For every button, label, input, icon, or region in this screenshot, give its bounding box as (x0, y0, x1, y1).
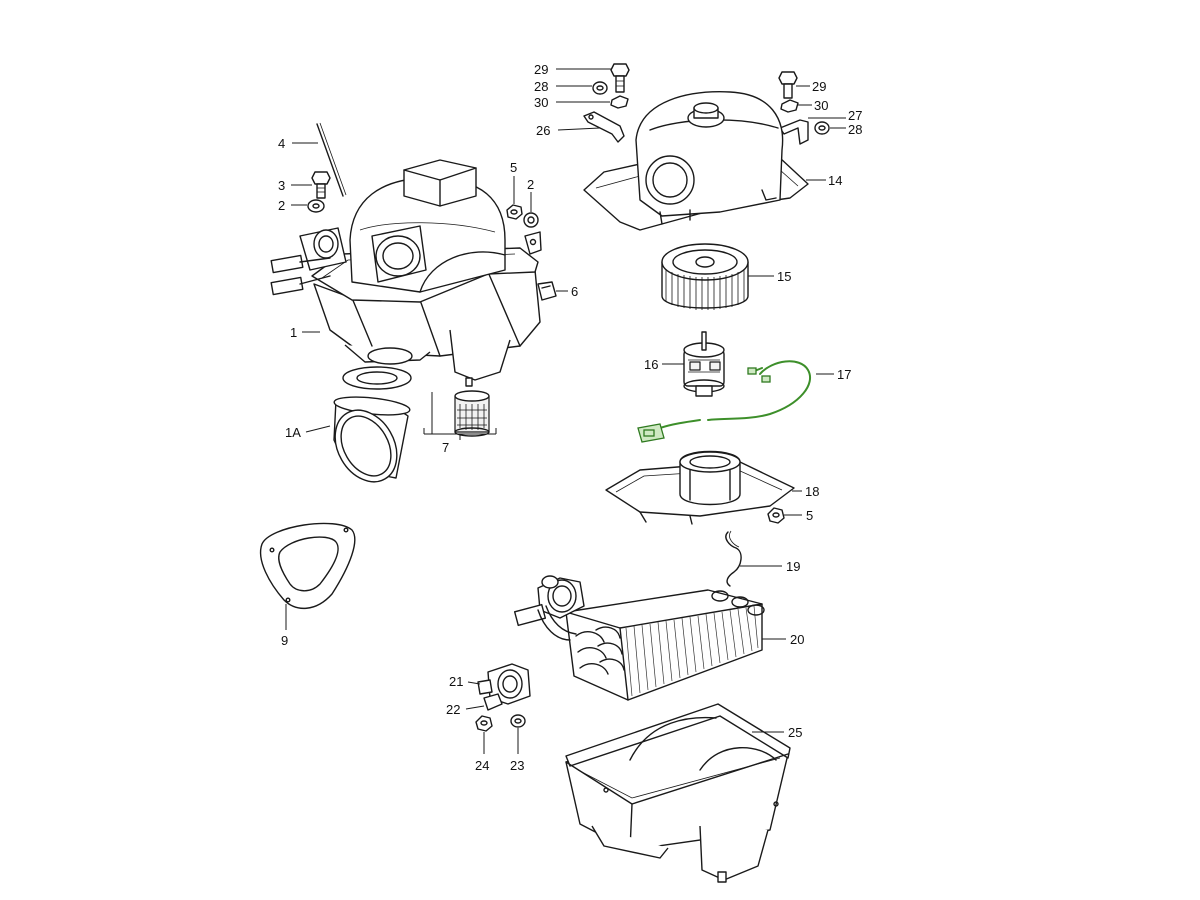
part-24-nut[interactable] (475, 715, 493, 732)
callout-23[interactable]: 23 (510, 758, 524, 773)
part-5-nut-lower[interactable] (767, 507, 785, 524)
callout-2-right[interactable]: 2 (527, 177, 534, 192)
part-28-grommet-left[interactable] (592, 81, 608, 95)
callout-28-left[interactable]: 28 (534, 79, 548, 94)
part-5-nut-upper[interactable] (506, 204, 523, 220)
callout-3[interactable]: 3 (278, 178, 285, 193)
part-19-clip[interactable] (725, 530, 742, 587)
part-23-seal[interactable] (510, 714, 526, 728)
part-16-motor[interactable] (683, 331, 725, 397)
part-29-bolt-right[interactable] (778, 71, 798, 99)
part-28-grommet-right[interactable] (814, 121, 830, 135)
callout-4[interactable]: 4 (278, 136, 285, 151)
callout-17[interactable]: 17 (837, 367, 851, 382)
part-29-bolt-left[interactable] (610, 63, 630, 93)
callout-labels: 4 3 2 5 2 6 1 1A 7 9 29 28 30 26 29 30 2… (278, 62, 862, 773)
part-27-bracket[interactable] (779, 119, 809, 145)
callout-7[interactable]: 7 (442, 440, 449, 455)
callout-1[interactable]: 1 (290, 325, 297, 340)
callout-2-left[interactable]: 2 (278, 198, 285, 213)
part-9-gasket[interactable] (260, 522, 356, 609)
part-17-wiring-harness[interactable] (637, 360, 811, 443)
callout-30-left[interactable]: 30 (534, 95, 548, 110)
part-7-filter-set[interactable] (342, 366, 490, 437)
part-26-bracket[interactable] (583, 111, 625, 143)
callout-22[interactable]: 22 (446, 702, 460, 717)
evaporator-fins (625, 605, 759, 697)
callout-29-left[interactable]: 29 (534, 62, 548, 77)
part-4-rod[interactable] (316, 122, 347, 197)
callout-5-lower[interactable]: 5 (806, 508, 813, 523)
callout-9[interactable]: 9 (281, 633, 288, 648)
callout-26[interactable]: 26 (536, 123, 550, 138)
callout-25[interactable]: 25 (788, 725, 802, 740)
callout-28-right[interactable]: 28 (848, 122, 862, 137)
callout-leaders (285, 68, 846, 754)
part-2-washer-right[interactable] (523, 212, 539, 228)
callout-6[interactable]: 6 (571, 284, 578, 299)
callout-14[interactable]: 14 (828, 173, 842, 188)
callout-27[interactable]: 27 (848, 108, 862, 123)
part-25-lower-housing[interactable] (565, 703, 791, 883)
callout-24[interactable]: 24 (475, 758, 489, 773)
part-30-nut-right[interactable] (780, 99, 799, 113)
callout-16[interactable]: 16 (644, 357, 658, 372)
part-20-evaporator-core[interactable] (513, 575, 765, 701)
part-1A-elbow-duct[interactable] (323, 394, 411, 493)
part-15-fan-wheel[interactable] (661, 243, 749, 310)
part-22-o-ring[interactable] (483, 693, 503, 711)
part-30-nut-left[interactable] (610, 95, 629, 109)
callout-29-right[interactable]: 29 (812, 79, 826, 94)
callout-1A[interactable]: 1A (285, 425, 301, 440)
part-2-washer-left[interactable] (307, 199, 325, 213)
callout-30-right[interactable]: 30 (814, 98, 828, 113)
part-6-clip[interactable] (537, 281, 557, 301)
callout-18[interactable]: 18 (805, 484, 819, 499)
callout-5-upper[interactable]: 5 (510, 160, 517, 175)
callout-19[interactable]: 19 (786, 559, 800, 574)
part-18-mounting-plate[interactable] (605, 450, 795, 525)
callout-21[interactable]: 21 (449, 674, 463, 689)
callout-15[interactable]: 15 (777, 269, 791, 284)
part-14-blower-housing[interactable] (583, 91, 809, 231)
part-3-bolt[interactable] (311, 171, 331, 199)
part-1-heater-housing[interactable] (270, 159, 542, 387)
callout-20[interactable]: 20 (790, 632, 804, 647)
